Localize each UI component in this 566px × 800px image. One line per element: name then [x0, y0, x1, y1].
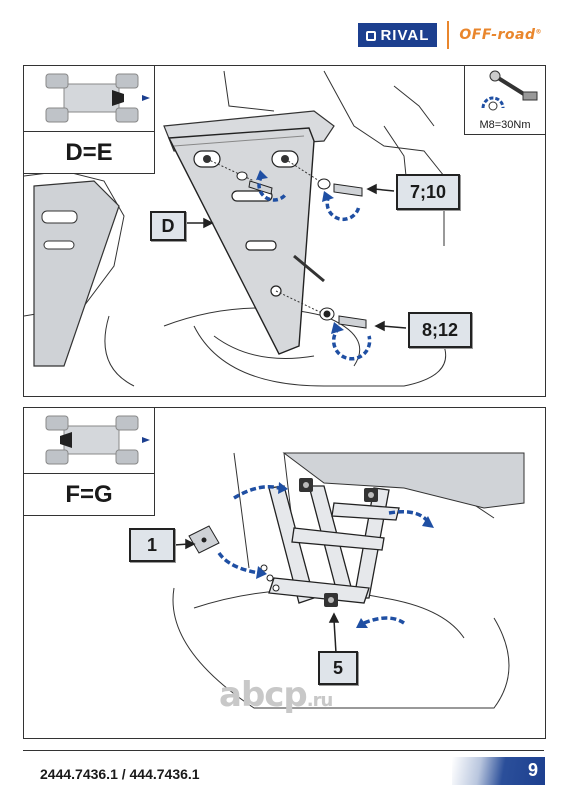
step-panel-top: D=E M8=30Nm D 7;10 8;12	[23, 65, 546, 397]
torque-spec-box: M8=30Nm	[464, 66, 545, 135]
brand-name: RIVAL	[380, 27, 430, 44]
vehicle-topview-icon	[24, 66, 154, 132]
callout-part-1: 1	[129, 528, 175, 562]
callout-part-5: 5	[318, 651, 358, 685]
watermark-main: abcp	[219, 675, 308, 715]
view-indicator: F=G	[24, 408, 155, 516]
part-number: 2444.7436.1 / 444.7436.1	[40, 766, 200, 782]
page-number: 9	[527, 760, 538, 780]
brand-tagline: OFF-road	[459, 27, 536, 43]
page-number-bar	[452, 757, 545, 785]
callout-7-10: 7;10	[396, 174, 460, 210]
registered-mark: ®	[535, 28, 542, 36]
mounting-illustration-bottom	[172, 452, 525, 709]
step-panel-bottom: F=G 1 5	[23, 407, 546, 739]
callout-8-12: 8;12	[408, 312, 472, 348]
footer-divider	[23, 750, 544, 751]
rival-logo: RIVAL	[358, 23, 438, 47]
torque-value: M8=30Nm	[479, 119, 531, 131]
part-callout-d: D	[150, 211, 186, 241]
view-label: F=G	[65, 480, 113, 508]
offroad-logo: OFF-road®	[459, 27, 542, 43]
view-indicator: D=E	[24, 66, 155, 174]
view-label: D=E	[65, 138, 113, 166]
vehicle-topview-icon	[24, 408, 154, 474]
rival-logo-icon	[366, 30, 377, 41]
brand-header: RIVAL OFF-road®	[358, 21, 542, 49]
watermark-suffix: .ru	[306, 690, 334, 711]
watermark: abcp.ru	[219, 675, 334, 715]
brand-divider	[447, 21, 450, 49]
torque-wrench-icon	[481, 70, 538, 111]
